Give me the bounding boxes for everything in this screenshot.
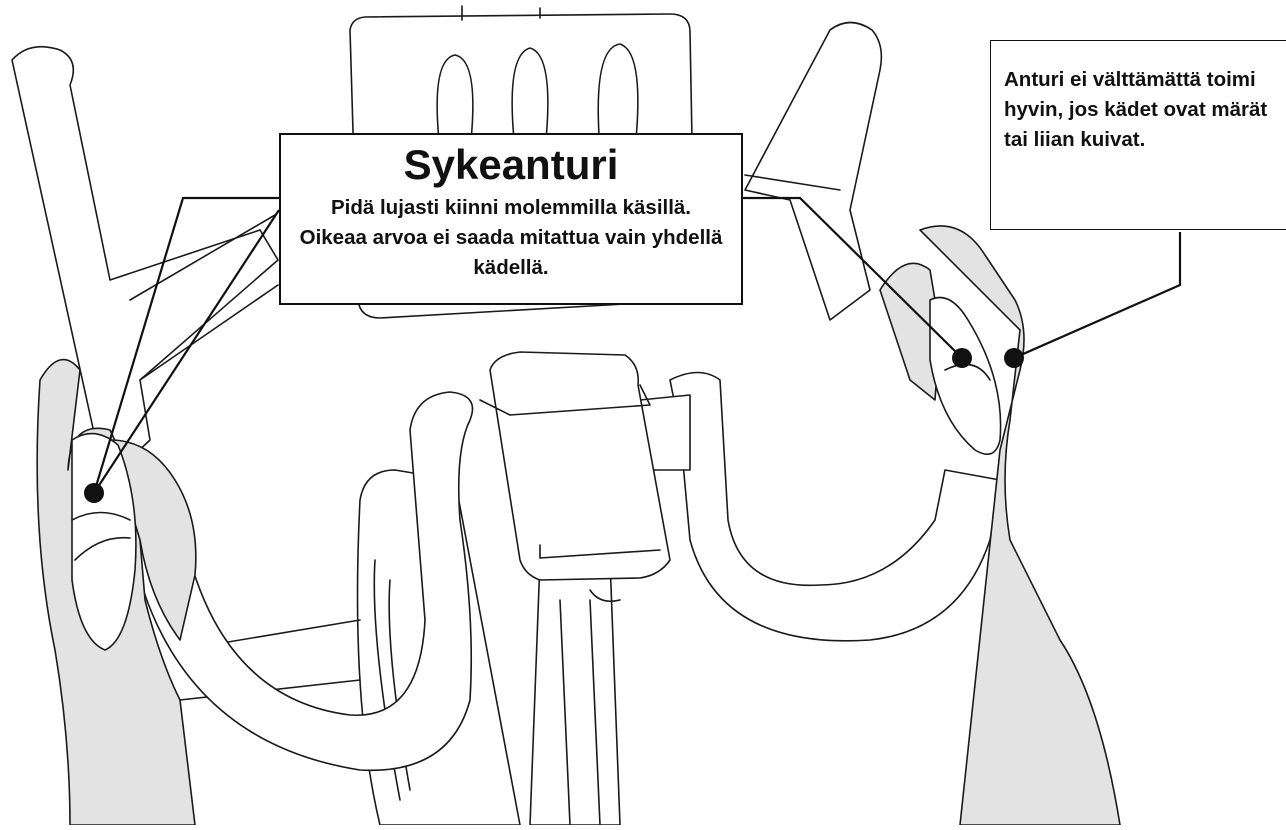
sensor-callout-title: Sykeanturi	[281, 144, 741, 186]
leader-note	[1014, 232, 1180, 358]
sensor-callout-text: Pidä lujasti kiinni molemmilla käsillä. …	[299, 193, 723, 283]
right-sensor-dot	[952, 348, 972, 368]
moisture-note-callout: Anturi ei välttämättä toimi hyvin, jos k…	[990, 40, 1286, 230]
right-hand-dot	[1004, 348, 1024, 368]
sensor-callout: Sykeanturi Pidä lujasti kiinni molemmill…	[279, 133, 743, 305]
left-sensor-dot	[84, 483, 104, 503]
moisture-note-text: Anturi ei välttämättä toimi hyvin, jos k…	[1004, 65, 1280, 155]
right-hand	[880, 226, 1120, 825]
seat-post-block	[480, 352, 670, 601]
right-handlebar-frame	[745, 23, 881, 321]
